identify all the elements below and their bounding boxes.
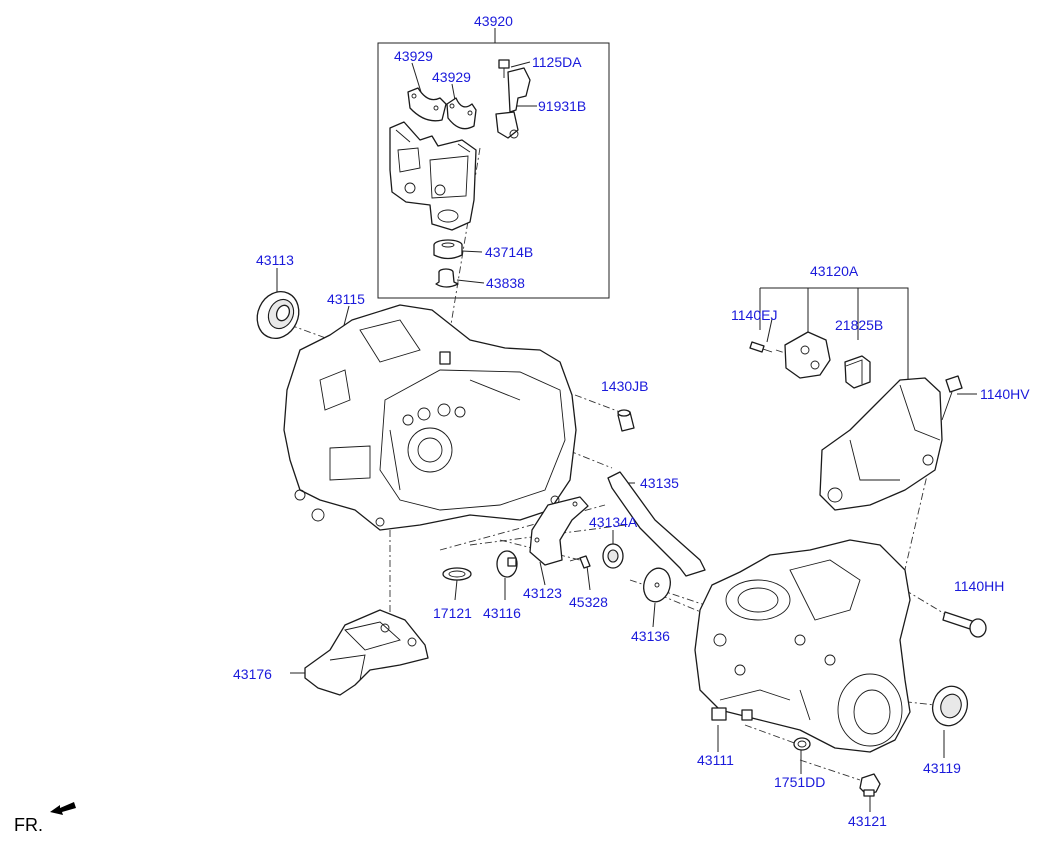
label-21825B[interactable]: 21825B (835, 317, 884, 333)
front-orientation-label: FR. (14, 815, 43, 835)
part-1140EJ-bolt (749, 341, 773, 353)
part-43929-lug-b (446, 97, 477, 130)
part-45328-bolt (569, 555, 591, 569)
label-43113[interactable]: 43113 (256, 252, 294, 268)
part-1140HH-bolt (942, 611, 987, 638)
label-45328[interactable]: 45328 (569, 594, 608, 610)
label-43929-a[interactable]: 43929 (394, 48, 433, 64)
part-17121-ring (442, 567, 472, 581)
part-43134A-seal (602, 543, 624, 569)
label-43116[interactable]: 43116 (483, 605, 521, 621)
part-43115-clutch-housing (283, 304, 577, 531)
label-43115[interactable]: 43115 (327, 291, 365, 307)
part-43136-disc (643, 567, 671, 603)
label-43121[interactable]: 43121 (848, 813, 887, 829)
label-43929-b[interactable]: 43929 (432, 69, 471, 85)
part-43920-lever-housing (389, 121, 477, 231)
part-1751DD-washer (793, 737, 811, 751)
label-43111[interactable]: 43111 (697, 752, 734, 768)
part-91931B-bracket (495, 67, 531, 139)
label-43920[interactable]: 43920 (474, 13, 513, 29)
part-43135-rail (607, 471, 706, 577)
part-43121-plug (859, 773, 881, 797)
label-43120A[interactable]: 43120A (810, 263, 859, 279)
label-1140HH[interactable]: 1140HH (954, 578, 1005, 594)
label-91931B[interactable]: 91931B (538, 98, 587, 114)
part-21825B-damper (844, 355, 871, 389)
part-43714B-boot (433, 239, 463, 260)
label-43119[interactable]: 43119 (923, 760, 961, 776)
part-43120A-plate (784, 331, 831, 379)
label-43123[interactable]: 43123 (523, 585, 562, 601)
label-43714B[interactable]: 43714B (485, 244, 534, 260)
part-43111-transaxle-case (694, 539, 911, 753)
part-43929-lug-a (407, 87, 447, 122)
part-1140HV-bolt (941, 375, 963, 421)
label-1430JB[interactable]: 1430JB (601, 378, 649, 394)
part-43119-seal (931, 685, 969, 727)
front-arrow-icon (50, 802, 76, 815)
label-43136[interactable]: 43136 (631, 628, 670, 644)
part-43838-bushing (435, 268, 459, 288)
label-1140EJ[interactable]: 1140EJ (731, 307, 778, 323)
label-17121[interactable]: 17121 (433, 605, 472, 621)
label-43135[interactable]: 43135 (640, 475, 679, 491)
label-43176[interactable]: 43176 (233, 666, 272, 682)
label-43838[interactable]: 43838 (486, 275, 525, 291)
part-43120A-mount-bracket (819, 377, 943, 511)
part-43116-washer (496, 550, 518, 578)
label-1751DD[interactable]: 1751DD (774, 774, 826, 790)
assembly-43920-box (377, 42, 610, 299)
label-43134A[interactable]: 43134A (589, 514, 638, 530)
part-1125DA-bolt (498, 59, 510, 78)
part-43176-bracket (304, 609, 429, 696)
part-43123-plate (529, 496, 589, 566)
label-1140HV[interactable]: 1140HV (980, 386, 1030, 402)
label-1125DA[interactable]: 1125DA (532, 54, 582, 70)
part-43113-seal (256, 291, 300, 339)
part-1430JB-pin (617, 409, 635, 432)
